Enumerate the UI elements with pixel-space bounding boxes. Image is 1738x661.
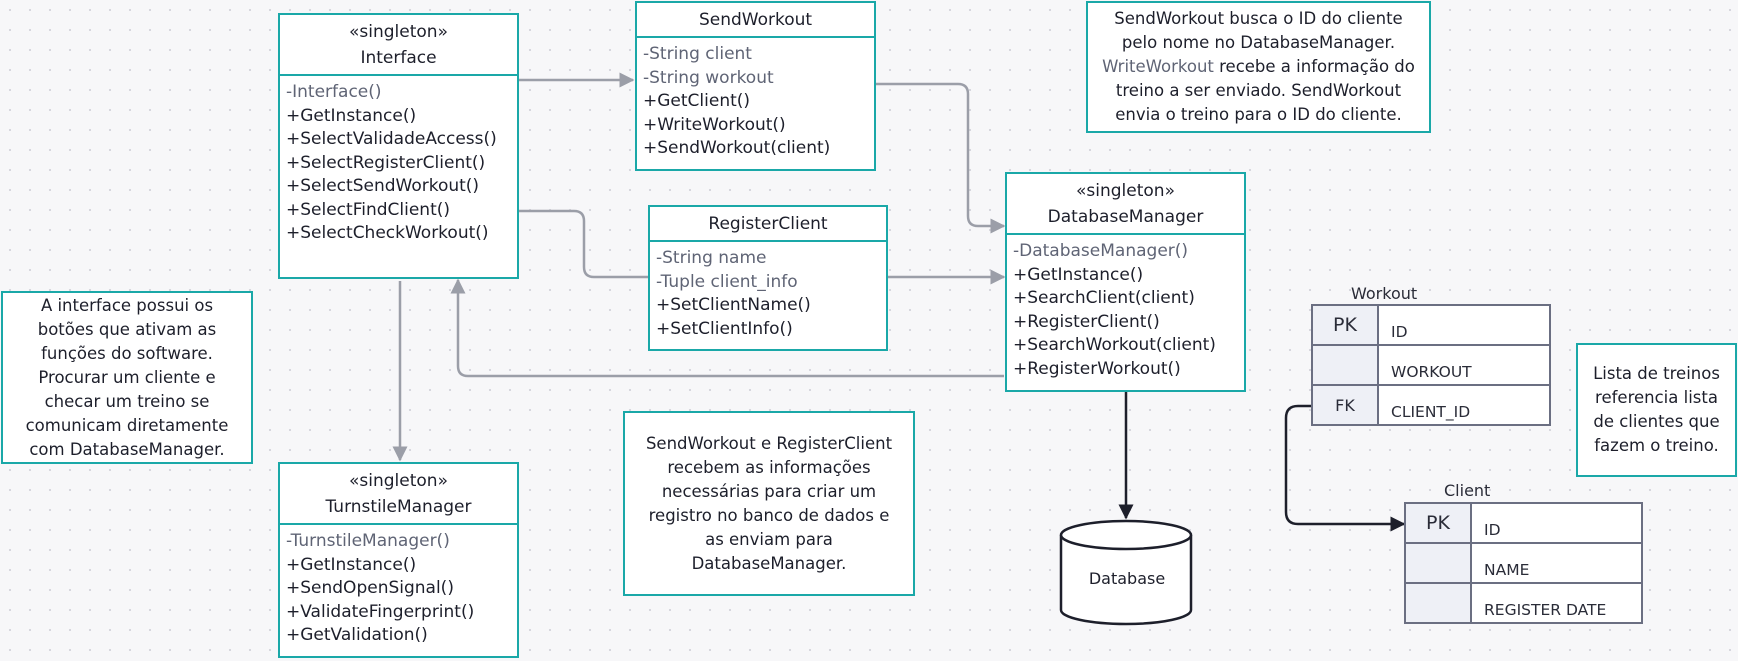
note-interface[interactable]: A interface possui os botões que ativam … — [1, 291, 253, 464]
field-cell: WORKOUT — [1391, 363, 1472, 381]
note-text-highlight: WriteWorkout — [1102, 57, 1214, 76]
class-turnstilemanager[interactable]: «singleton» TurnstileManager -TurnstileM… — [278, 462, 519, 658]
table-row: FK CLIENT_ID — [1313, 386, 1549, 424]
connector-interface-to-registerclient — [519, 209, 648, 279]
field-cell: CLIENT_ID — [1391, 403, 1471, 421]
class-member: +SetClientName() — [656, 295, 811, 315]
key-cell — [1406, 544, 1472, 582]
class-member: -String client — [643, 44, 752, 64]
class-member: -TurnstileManager() — [286, 531, 450, 551]
note-register[interactable]: SendWorkout e RegisterClient recebem as … — [623, 411, 915, 596]
class-stereotype: «singleton» — [1076, 181, 1175, 201]
class-member: +RegisterClient() — [1013, 311, 1160, 332]
note-sendworkout[interactable]: SendWorkout busca o ID do cliente pelo n… — [1086, 1, 1431, 133]
class-member: +GetClient() — [643, 91, 751, 111]
class-interface[interactable]: «singleton» Interface -Interface() +GetI… — [278, 13, 519, 279]
connector-fk-to-client-pk — [1284, 404, 1406, 532]
class-member: +SearchWorkout(client) — [1013, 335, 1216, 355]
table-row: PK ID — [1406, 504, 1641, 544]
class-member: +SelectRegisterClient() — [286, 152, 486, 173]
key-cell — [1313, 346, 1379, 384]
field-cell: ID — [1484, 521, 1501, 539]
note-text: recebe a informação do treino a ser envi… — [1115, 57, 1415, 124]
table-title-workout: Workout — [1351, 284, 1418, 303]
class-databasemanager[interactable]: «singleton» DatabaseManager -DatabaseMan… — [1005, 172, 1246, 392]
class-member: -Interface() — [286, 82, 382, 102]
key-cell — [1406, 584, 1472, 622]
class-member: +GetInstance() — [286, 105, 417, 126]
class-member: +SelectCheckWorkout() — [286, 223, 489, 243]
key-cell: FK — [1313, 386, 1379, 424]
key-cell: PK — [1406, 504, 1472, 542]
database-label: Database — [1088, 569, 1166, 588]
class-stereotype: «singleton» — [349, 22, 448, 42]
class-name: RegisterClient — [708, 214, 828, 234]
table-row: NAME — [1406, 544, 1641, 584]
class-member: +SearchClient(client) — [1013, 288, 1195, 308]
class-name: DatabaseManager — [1047, 207, 1204, 227]
field-cell: REGISTER DATE — [1484, 601, 1607, 619]
note-text: SendWorkout busca o ID do cliente pelo n… — [1114, 9, 1403, 52]
class-member: -DatabaseManager() — [1013, 241, 1189, 261]
class-member: -Tuple client_info — [656, 271, 798, 292]
table-row: PK ID — [1313, 306, 1549, 346]
class-member: -String workout — [643, 67, 774, 88]
class-name: SendWorkout — [698, 10, 813, 30]
note-text: SendWorkout e RegisterClient recebem as … — [645, 433, 893, 573]
class-member: +SelectValidadeAccess() — [286, 129, 497, 149]
class-member: -String name — [656, 248, 767, 268]
table-title-client: Client — [1444, 481, 1491, 500]
table-row: REGISTER DATE — [1406, 584, 1641, 622]
class-name: TurnstileManager — [325, 497, 472, 517]
class-member: +SelectFindClient() — [286, 199, 450, 220]
connector-databasemanager-to-interface — [450, 278, 1004, 378]
note-text: Lista de treinos referencia lista de cli… — [1593, 364, 1720, 455]
class-member: +SendOpenSignal() — [286, 578, 454, 598]
field-cell: NAME — [1484, 561, 1530, 579]
table-row: WORKOUT — [1313, 346, 1549, 386]
key-cell: PK — [1313, 306, 1379, 344]
class-member: +GetValidation() — [286, 625, 428, 645]
table-workout[interactable]: PK ID WORKOUT FK CLIENT_ID — [1311, 304, 1551, 426]
class-member: +SetClientInfo() — [656, 318, 793, 339]
note-workout-list[interactable]: Lista de treinos referencia lista de cli… — [1576, 343, 1737, 477]
table-client[interactable]: PK ID NAME REGISTER DATE — [1404, 502, 1643, 624]
class-registerclient[interactable]: RegisterClient -String name -Tuple clien… — [648, 205, 888, 351]
class-member: +GetInstance() — [1013, 264, 1144, 285]
class-member: +RegisterWorkout() — [1013, 358, 1181, 379]
class-member: +GetInstance() — [286, 554, 417, 575]
class-name: Interface — [360, 48, 437, 68]
class-stereotype: «singleton» — [349, 471, 448, 491]
class-member: +WriteWorkout() — [643, 114, 786, 135]
class-sendworkout[interactable]: SendWorkout -String client -String worko… — [635, 1, 876, 171]
database-cylinder — [1059, 519, 1193, 626]
class-member: +SelectSendWorkout() — [286, 176, 480, 196]
note-text: A interface possui os botões que ativam … — [25, 295, 229, 459]
field-cell: ID — [1391, 323, 1408, 341]
connector-sendworkout-to-databasemanager — [876, 82, 1006, 234]
class-member: +ValidateFingerprint() — [286, 601, 475, 622]
class-member: +SendWorkout(client) — [643, 138, 831, 158]
